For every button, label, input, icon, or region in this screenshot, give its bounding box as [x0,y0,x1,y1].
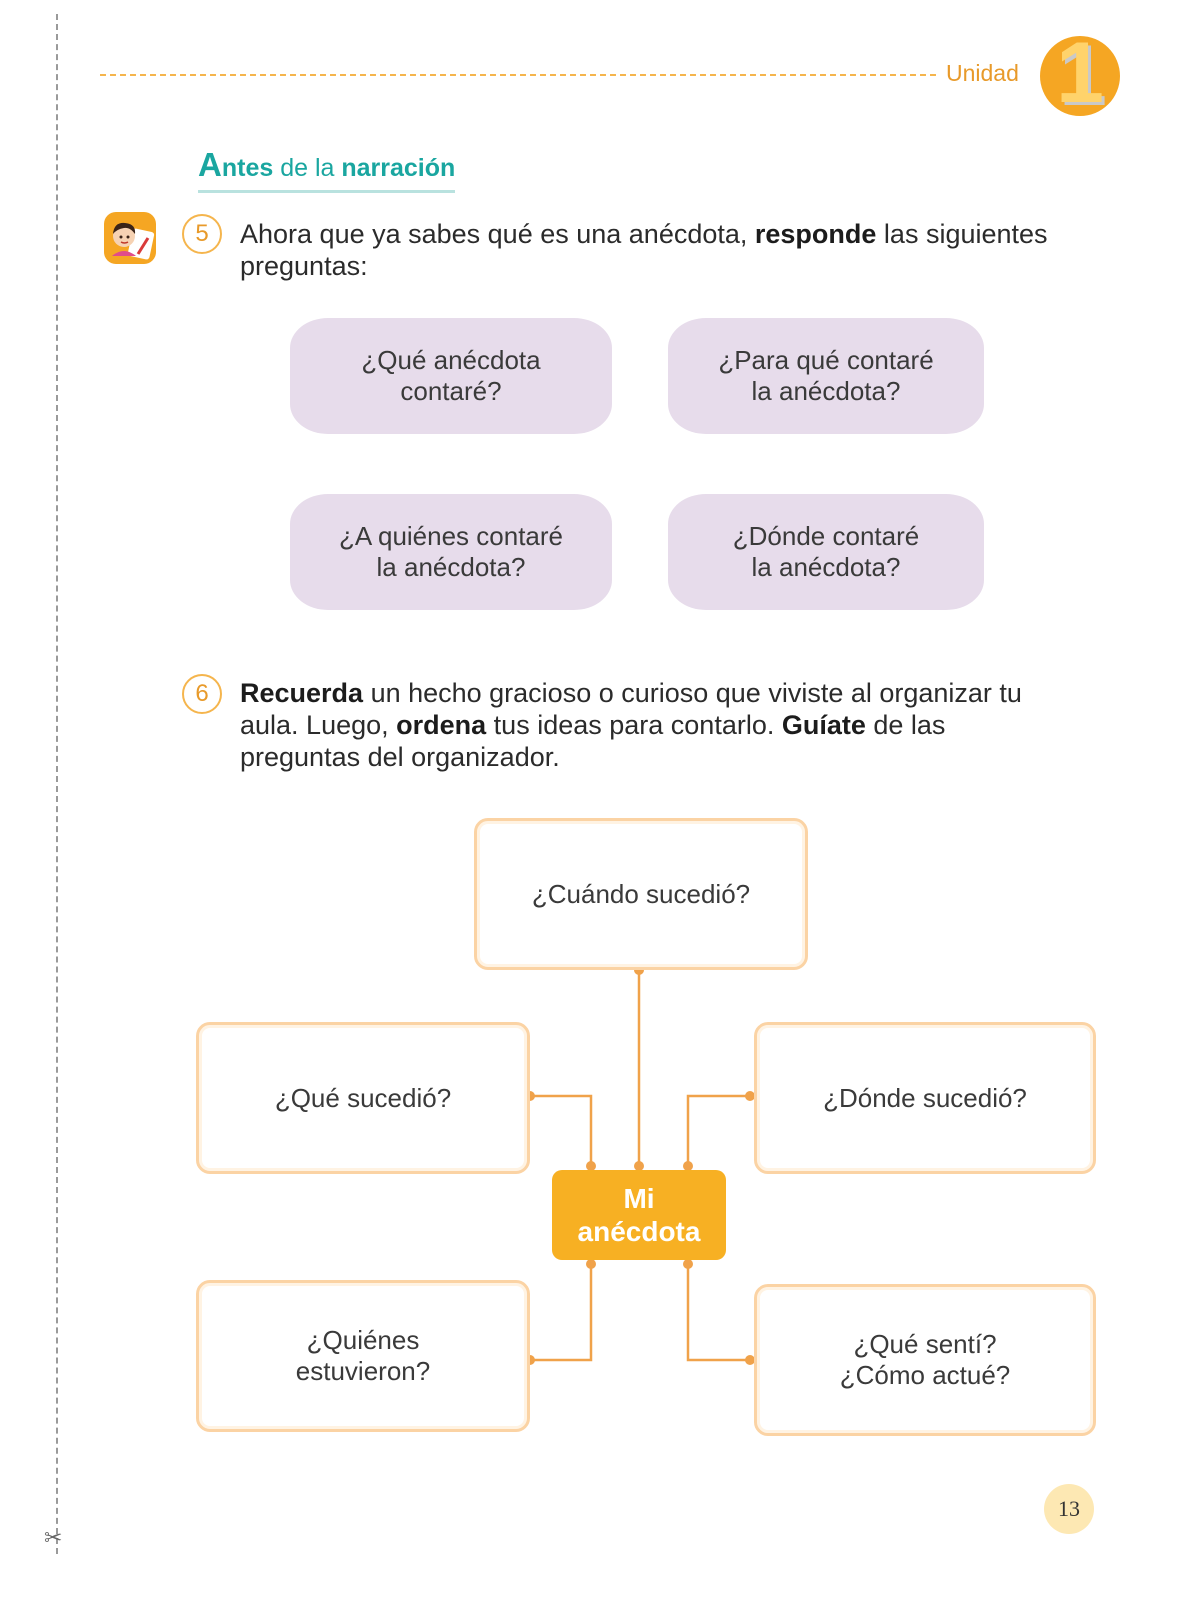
unit-label: Unidad [946,60,1019,86]
unit-number: 1 [1056,25,1104,121]
unit-badge [1040,36,1120,116]
question-cloud-what-anecdote: ¿Qué anécdota contaré? [290,318,612,434]
q6-text-part3: de las preguntas del organizador. [240,710,946,772]
q5-text-part2: las siguientes preguntas: [240,219,1048,281]
organizer-box-where: ¿Dónde sucedió? [754,1022,1096,1174]
organizer-center-my-anecdote: Mi anécdota [552,1170,726,1260]
question-cloud-why: ¿Para qué contaré la anécdota? [668,318,984,434]
organizer-box-what: ¿Qué sucedió? [196,1022,530,1174]
question-6-number: 6 [182,674,222,714]
question-cloud-where: ¿Dónde contaré la anécdota? [668,494,984,610]
girl-writing-icon [104,212,156,264]
section-title-mid: de la [273,154,342,182]
question-5-number: 5 [182,214,222,254]
cut-line [56,14,58,1554]
section-title: Antes de la narración [198,146,456,193]
section-title-initial: A [198,146,222,183]
organizer-box-feelings: ¿Qué sentí? ¿Cómo actué? [754,1284,1096,1436]
question-5-text: Ahora que ya sabes qué es una anécdota, … [240,218,1080,282]
q6-text-part2: tus ideas para contarlo. [486,710,782,740]
page-number: 13 [1044,1484,1094,1534]
organizer-box-who: ¿Quiénes estuvieron? [196,1280,530,1432]
section-title-word2: narración [341,154,456,182]
organizer-box-when: ¿Cuándo sucedió? [474,818,808,970]
q6-bold-guiate: Guíate [781,710,866,740]
section-title-word1: ntes [221,154,274,182]
q6-bold-ordena: ordena [396,710,487,740]
header-divider [100,74,936,76]
q6-text-part1: un hecho gracioso o curioso que viviste … [240,678,1022,740]
question-cloud-to-whom: ¿A quiénes contaré la anécdota? [290,494,612,610]
question-6-text: Recuerda un hecho gracioso o curioso que… [240,677,1060,773]
q5-text-part1: Ahora que ya sabes qué es una anécdota, [240,219,755,249]
q6-bold-recuerda: Recuerda [240,678,364,708]
scissors-icon: ✂ [44,1526,63,1551]
q5-text-bold: responde [754,219,877,249]
